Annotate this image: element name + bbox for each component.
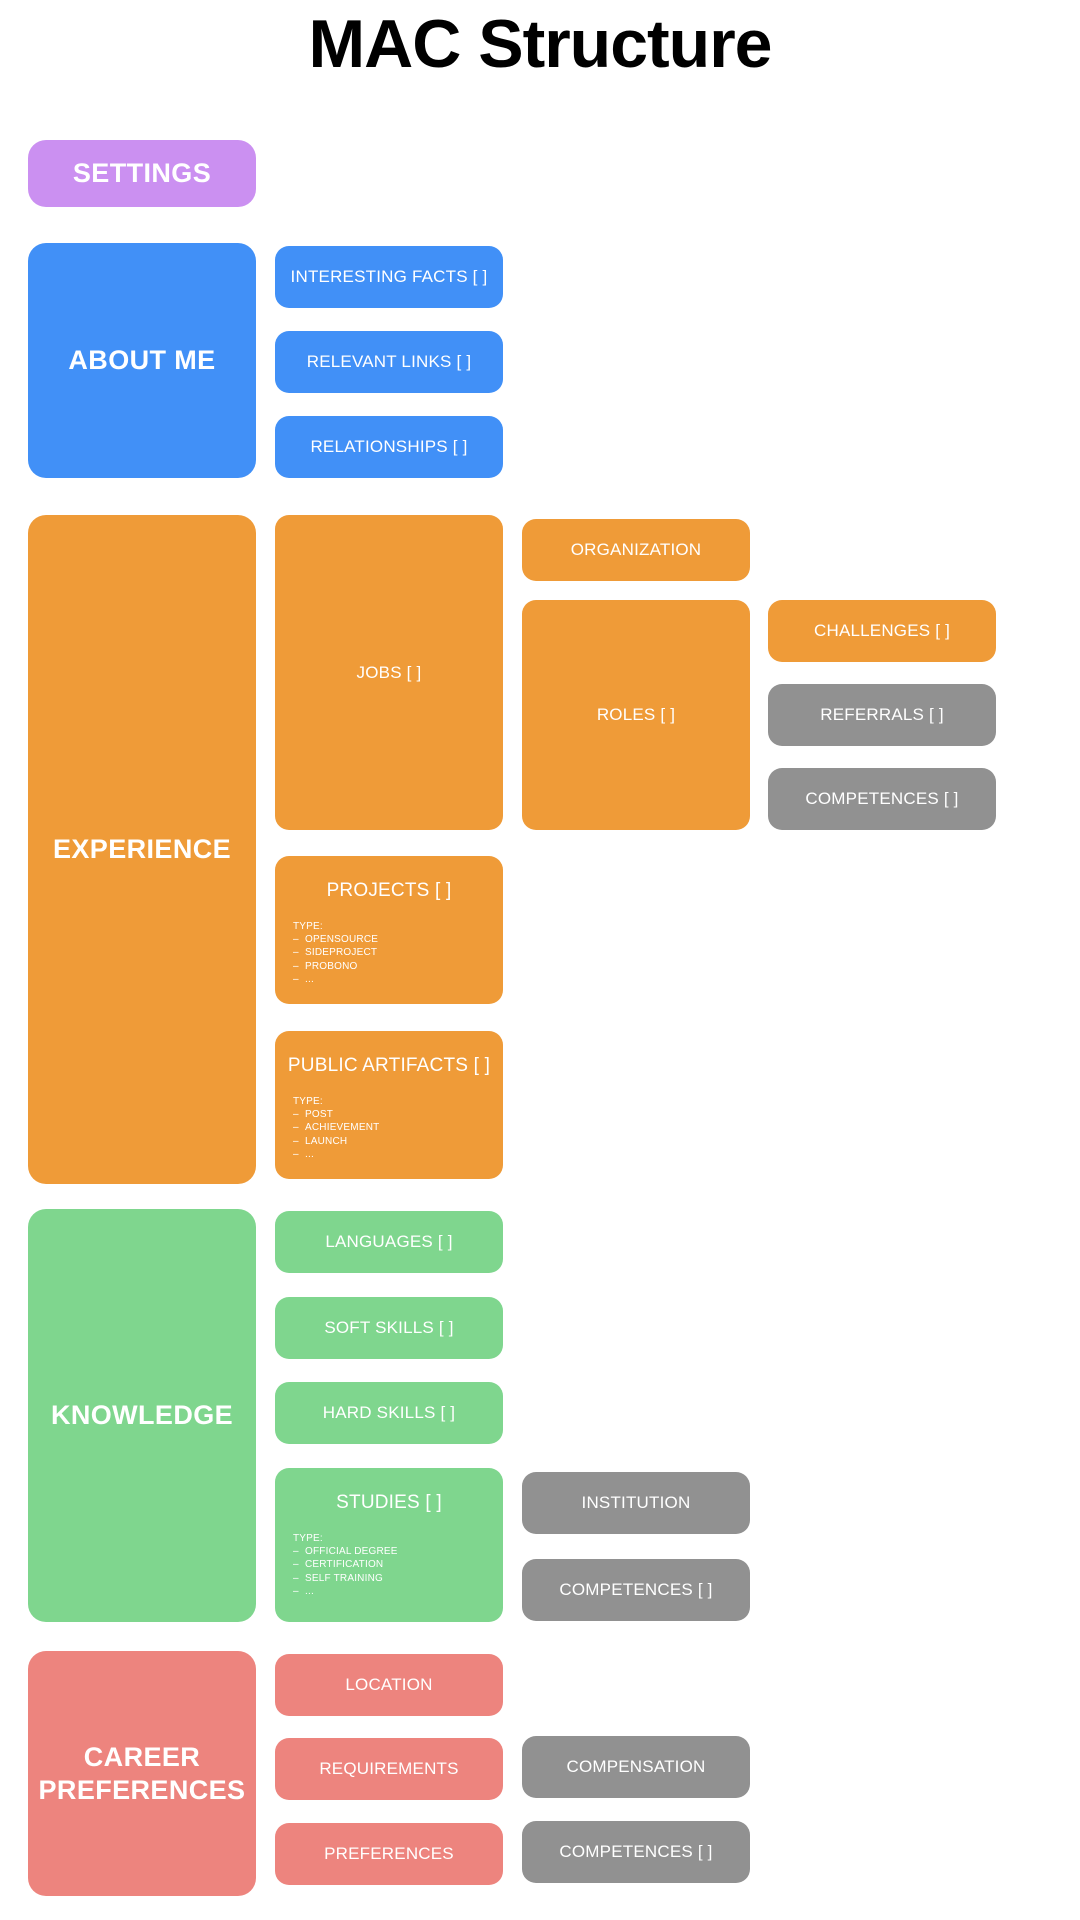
node-jobs[interactable]: JOBS [ ] xyxy=(275,515,503,830)
type-item: –OPENSOURCE xyxy=(293,934,379,946)
type-item: –... xyxy=(293,1148,314,1160)
node-compensation-label: COMPENSATION xyxy=(566,1757,706,1776)
node-experience-competences[interactable]: COMPETENCES [ ] xyxy=(768,768,996,830)
type-item-label: ... xyxy=(305,973,314,985)
node-about-me-label: ABOUT ME xyxy=(68,345,216,375)
node-projects[interactable]: PROJECTS [ ] TYPE: –OPENSOURCE –SIDEPROJ… xyxy=(275,856,503,1004)
node-institution[interactable]: INSTITUTION xyxy=(522,1472,750,1534)
type-label: TYPE: xyxy=(293,1533,323,1544)
type-item-label: OFFICIAL DEGREE xyxy=(305,1546,398,1558)
node-organization-label: ORGANIZATION xyxy=(570,540,702,559)
node-soft-skills-label: SOFT SKILLS [ ] xyxy=(324,1318,454,1337)
type-item-label: PROBONO xyxy=(305,960,358,972)
node-compensation[interactable]: COMPENSATION xyxy=(522,1736,750,1798)
node-knowledge[interactable]: KNOWLEDGE xyxy=(28,1209,256,1622)
type-item: –SELF TRAINING xyxy=(293,1572,383,1584)
node-relevant-links-label: RELEVANT LINKS [ ] xyxy=(306,352,472,371)
type-item: –CERTIFICATION xyxy=(293,1559,384,1571)
node-settings[interactable]: SETTINGS xyxy=(28,140,256,207)
type-item: –ACHIEVEMENT xyxy=(293,1122,380,1134)
node-relevant-links[interactable]: RELEVANT LINKS [ ] xyxy=(275,331,503,393)
node-soft-skills[interactable]: SOFT SKILLS [ ] xyxy=(275,1297,503,1359)
type-label: TYPE: xyxy=(293,921,323,932)
node-relationships-label: RELATIONSHIPS [ ] xyxy=(310,437,468,456)
node-hard-skills-label: HARD SKILLS [ ] xyxy=(322,1403,456,1422)
type-item-label: ... xyxy=(305,1585,314,1597)
type-item: –OFFICIAL DEGREE xyxy=(293,1546,398,1558)
node-studies-type-list: TYPE: –OFFICIAL DEGREE –CERTIFICATION –S… xyxy=(293,1532,503,1598)
node-requirements-label: REQUIREMENTS xyxy=(319,1759,459,1778)
type-item: –PROBONO xyxy=(293,960,358,972)
type-item-label: ... xyxy=(305,1148,314,1160)
node-about-me[interactable]: ABOUT ME xyxy=(28,243,256,478)
node-experience-label: EXPERIENCE xyxy=(52,834,232,864)
type-item: –LAUNCH xyxy=(293,1135,348,1147)
node-organization[interactable]: ORGANIZATION xyxy=(522,519,750,581)
node-public-artifacts[interactable]: PUBLIC ARTIFACTS [ ] TYPE: –POST –ACHIEV… xyxy=(275,1031,503,1179)
type-item-label: LAUNCH xyxy=(305,1135,348,1147)
node-knowledge-label: KNOWLEDGE xyxy=(50,1400,234,1430)
node-experience-competences-label: COMPETENCES [ ] xyxy=(805,789,959,808)
node-studies-label: STUDIES [ ] xyxy=(336,1492,442,1513)
node-preferences[interactable]: PREFERENCES xyxy=(275,1823,503,1885)
node-jobs-label: JOBS [ ] xyxy=(356,662,422,682)
node-career-preferences-label-line1: CAREER xyxy=(83,1741,201,1772)
type-item: –SIDEPROJECT xyxy=(293,947,378,959)
node-challenges-label: CHALLENGES [ ] xyxy=(813,621,950,640)
type-label: TYPE: xyxy=(293,1096,323,1107)
type-item-label: CERTIFICATION xyxy=(305,1559,384,1571)
node-location[interactable]: LOCATION xyxy=(275,1654,503,1716)
type-item-label: POST xyxy=(305,1109,334,1121)
node-referrals-label: REFERRALS [ ] xyxy=(820,705,944,724)
type-item: –... xyxy=(293,973,314,985)
type-item: –... xyxy=(293,1585,314,1597)
type-item-label: ACHIEVEMENT xyxy=(305,1122,380,1134)
node-preferences-label: PREFERENCES xyxy=(324,1844,454,1863)
node-roles[interactable]: ROLES [ ] xyxy=(522,600,750,830)
node-relationships[interactable]: RELATIONSHIPS [ ] xyxy=(275,416,503,478)
type-item-label: OPENSOURCE xyxy=(305,934,379,946)
node-knowledge-competences[interactable]: COMPETENCES [ ] xyxy=(522,1559,750,1621)
node-studies[interactable]: STUDIES [ ] TYPE: –OFFICIAL DEGREE –CERT… xyxy=(275,1468,503,1622)
node-career-preferences-label-line2: PREFERENCES xyxy=(38,1774,246,1805)
page-title: MAC Structure xyxy=(308,6,772,82)
node-interesting-facts-label: INTERESTING FACTS [ ] xyxy=(290,267,488,286)
node-institution-label: INSTITUTION xyxy=(581,1493,691,1512)
node-requirements[interactable]: REQUIREMENTS xyxy=(275,1738,503,1800)
type-item-label: SELF TRAINING xyxy=(305,1572,383,1584)
node-interesting-facts[interactable]: INTERESTING FACTS [ ] xyxy=(275,246,503,308)
node-languages-label: LANGUAGES [ ] xyxy=(325,1232,453,1251)
node-roles-label: ROLES [ ] xyxy=(596,705,676,724)
node-referrals[interactable]: REFERRALS [ ] xyxy=(768,684,996,746)
node-career-competences[interactable]: COMPETENCES [ ] xyxy=(522,1821,750,1883)
node-projects-label: PROJECTS [ ] xyxy=(326,880,452,901)
node-career-competences-label: COMPETENCES [ ] xyxy=(559,1842,713,1861)
type-item-label: SIDEPROJECT xyxy=(305,947,378,959)
node-career-preferences[interactable]: CAREER PREFERENCES xyxy=(28,1651,256,1896)
node-projects-type-list: TYPE: –OPENSOURCE –SIDEPROJECT –PROBONO … xyxy=(293,920,503,986)
node-public-artifacts-label: PUBLIC ARTIFACTS [ ] xyxy=(287,1055,491,1076)
node-public-artifacts-type-list: TYPE: –POST –ACHIEVEMENT –LAUNCH –... xyxy=(293,1095,503,1161)
node-languages[interactable]: LANGUAGES [ ] xyxy=(275,1211,503,1273)
node-knowledge-competences-label: COMPETENCES [ ] xyxy=(559,1580,713,1599)
node-experience[interactable]: EXPERIENCE xyxy=(28,515,256,1184)
node-challenges[interactable]: CHALLENGES [ ] xyxy=(768,600,996,662)
node-location-label: LOCATION xyxy=(345,1675,433,1694)
node-settings-label: SETTINGS xyxy=(72,158,212,188)
node-hard-skills[interactable]: HARD SKILLS [ ] xyxy=(275,1382,503,1444)
type-item: –POST xyxy=(293,1109,334,1121)
